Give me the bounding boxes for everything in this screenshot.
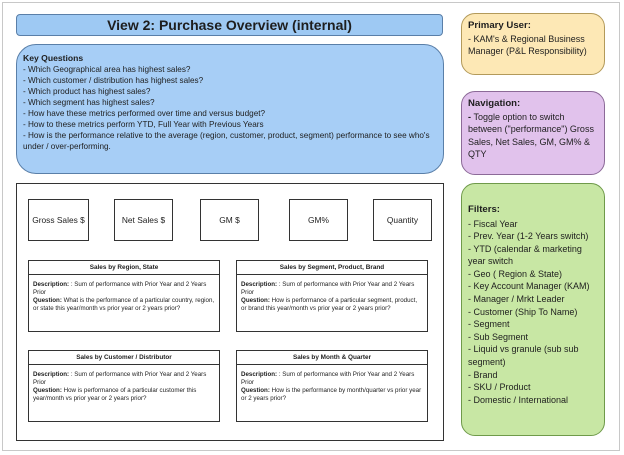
description-text: : Sum of performance with Prior Year and… (241, 281, 415, 296)
dashboard-mockup: Gross Sales $ Net Sales $ GM $ GM% Quant… (16, 183, 444, 441)
primary-user-heading: Primary User: (468, 20, 531, 31)
description-label: Description: (33, 281, 70, 288)
question-label: Question: (33, 297, 62, 304)
navigation-box: Navigation: - Toggle option to switch be… (461, 91, 605, 175)
metric-net-sales[interactable]: Net Sales $ (114, 199, 173, 241)
primary-user-text: - KAM's & Regional Business Manager (P&L… (468, 33, 587, 57)
question-text: What is the performance of a particular … (33, 297, 215, 312)
primary-user-box: Primary User: - KAM's & Regional Busines… (461, 13, 605, 75)
filter-item: - Brand (468, 369, 498, 380)
description-text: : Sum of performance with Prior Year and… (33, 281, 207, 296)
key-question-line: - Which segment has highest sales? (23, 98, 155, 107)
key-question-line: - Which customer / distribution has high… (23, 76, 204, 85)
filters-heading: Filters: (468, 204, 500, 215)
filter-item: - Prev. Year (1-2 Years switch) (468, 231, 589, 242)
question-text: How is performance of a particular custo… (33, 387, 197, 402)
question-label: Question: (241, 387, 270, 394)
filters-box: Filters: - Fiscal Year - Prev. Year (1-2… (461, 183, 605, 436)
filter-item: - Segment (468, 319, 510, 330)
metric-gross-sales[interactable]: Gross Sales $ (28, 199, 89, 241)
navigation-text: Toggle option to switch between ("perfor… (468, 111, 594, 160)
panel-sales-by-region: Sales by Region, State Description: : Su… (28, 260, 220, 332)
metric-gm-percent[interactable]: GM% (289, 199, 348, 241)
filter-item: - Manager / Mrkt Leader (468, 294, 565, 305)
filter-item: - Liquid vs granule (sub sub segment) (468, 344, 579, 368)
description-label: Description: (241, 371, 278, 378)
question-text: How is performance of a particular segme… (241, 297, 418, 312)
description-label: Description: (241, 281, 278, 288)
question-text: How is the performance by month/quarter … (241, 387, 422, 402)
navigation-heading: Navigation: (468, 98, 521, 109)
filter-item: - Geo ( Region & State) (468, 268, 563, 279)
panel-sales-by-segment: Sales by Segment, Product, Brand Descrip… (236, 260, 428, 332)
panel-title: Sales by Region, State (29, 261, 219, 275)
key-questions-heading: Key Questions (23, 53, 84, 63)
panel-title: Sales by Month & Quarter (237, 351, 427, 365)
key-question-line: - How is the performance relative to the… (23, 131, 430, 151)
description-label: Description: (33, 371, 70, 378)
key-question-line: - How to these metrics perform YTD, Full… (23, 120, 264, 129)
panel-title: Sales by Customer / Distributor (29, 351, 219, 365)
filter-item: - YTD (calendar & marketing year switch (468, 243, 582, 267)
filter-item: - Fiscal Year (468, 218, 518, 229)
key-question-line: - Which Geographical area has highest sa… (23, 65, 191, 74)
panel-sales-by-month: Sales by Month & Quarter Description: : … (236, 350, 428, 422)
filter-item: - Customer (Ship To Name) (468, 306, 578, 317)
metric-gm[interactable]: GM $ (200, 199, 259, 241)
key-questions-box: Key Questions - Which Geographical area … (16, 44, 444, 174)
description-text: : Sum of performance with Prior Year and… (33, 371, 207, 386)
question-label: Question: (33, 387, 62, 394)
panel-sales-by-customer: Sales by Customer / Distributor Descript… (28, 350, 220, 422)
filter-item: - Sub Segment (468, 331, 529, 342)
filter-item: - Key Account Manager (KAM) (468, 281, 590, 292)
navigation-bullet: - (468, 111, 474, 122)
question-label: Question: (241, 297, 270, 304)
panel-title: Sales by Segment, Product, Brand (237, 261, 427, 275)
metric-quantity[interactable]: Quantity (373, 199, 432, 241)
key-question-line: - Which product has highest sales? (23, 87, 151, 96)
key-question-line: - How have these metrics performed over … (23, 109, 266, 118)
filter-item: - Domestic / International (468, 394, 569, 405)
description-text: : Sum of performance with Prior Year and… (241, 371, 415, 386)
view-title: View 2: Purchase Overview (internal) (16, 14, 443, 36)
filter-item: - SKU / Product (468, 382, 531, 393)
